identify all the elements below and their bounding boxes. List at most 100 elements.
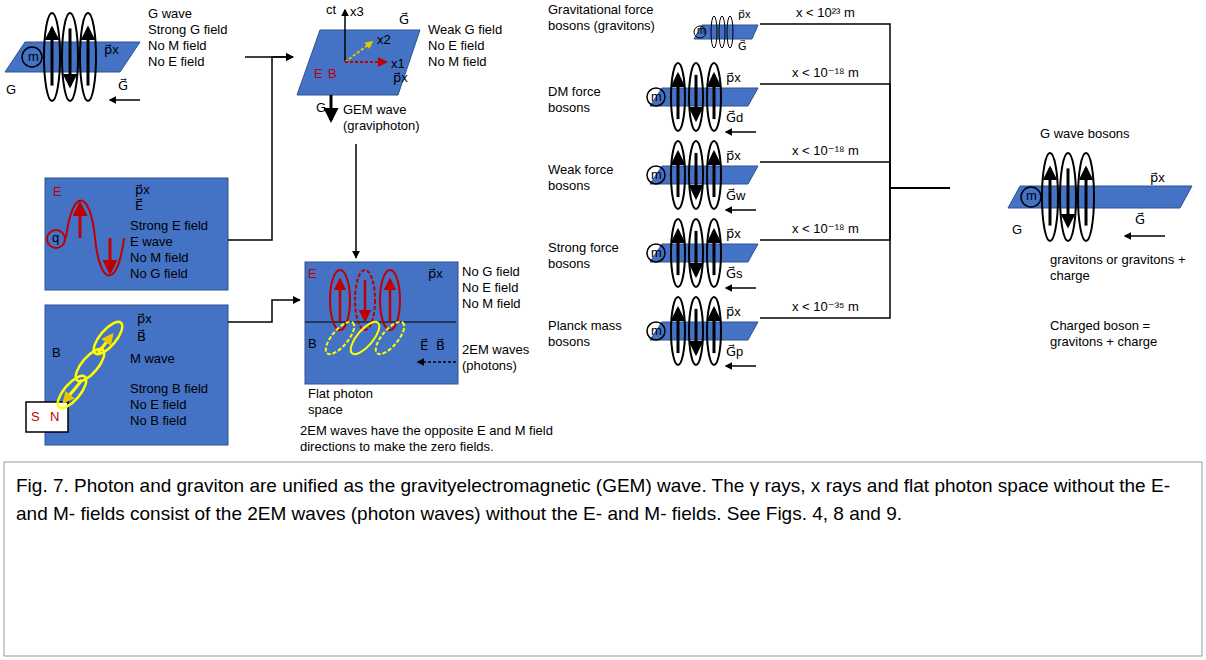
panel-text: G⃗p [726, 344, 743, 360]
field-vector-arrow [418, 361, 456, 363]
m-wave-panel [45, 305, 228, 445]
g-field-ring [80, 13, 96, 101]
panel-text: B⃗ [137, 329, 146, 345]
panel-text: m [28, 49, 39, 65]
g-field-ring [1078, 153, 1094, 241]
g-vector-arrow [726, 287, 756, 289]
panel-text: N [50, 409, 59, 425]
panel-text: p⃗x [726, 304, 741, 320]
g-wave-plane [5, 42, 140, 72]
connector [760, 162, 950, 188]
panel-text: E [314, 66, 323, 82]
panel-text: x3 [350, 4, 364, 20]
panel-text: B [52, 345, 61, 361]
e-field-arrow [389, 280, 392, 322]
x1-axis [345, 61, 386, 63]
m-field-loop [371, 318, 409, 359]
panel-text: Strong B field [130, 381, 208, 397]
g-field-ring [707, 141, 721, 209]
g-field-arrow [695, 231, 698, 275]
g-field-ring [1060, 153, 1076, 241]
panel-text: Strong G field [148, 22, 228, 38]
panel-text: No M field [428, 54, 487, 70]
panel-text: p⃗x [726, 148, 741, 164]
wave-panel: ctx3x2x1EBG⃗Weak G fieldNo E fieldNo M f… [293, 2, 538, 144]
photon-axis [305, 322, 456, 323]
panel-text: E [308, 266, 317, 282]
g-field-ring [689, 63, 703, 131]
panel-text: B [308, 336, 317, 352]
panel-text: p⃗x [738, 8, 750, 21]
gem-plane [297, 30, 420, 95]
panel-text: m [651, 89, 662, 105]
panel-text: p⃗x [726, 226, 741, 242]
panel-text: No M field [462, 296, 521, 312]
g-down-arrow [330, 95, 333, 120]
g-field-arrow [677, 153, 680, 197]
g-field-ring [707, 63, 721, 131]
mass-circle [694, 26, 706, 38]
panel-text: Planck mass bosons [548, 318, 636, 350]
panel-text: 2EM waves (photons) [462, 342, 542, 374]
panel-text: G⃗s [726, 266, 743, 282]
g-field-arrow [677, 231, 680, 275]
g-field-arrow [695, 75, 698, 119]
panel-text: ct [326, 2, 336, 18]
g-field-arrow [695, 153, 698, 197]
photon-panel [305, 262, 458, 384]
caption-frame [4, 462, 1202, 656]
panel-text: No M field [130, 250, 189, 266]
e-field-loop [355, 270, 375, 330]
e-field-arrow [109, 238, 112, 272]
panel-text: E [53, 184, 62, 200]
mass-circle [647, 322, 665, 340]
distance-label: x < 10²³ m [794, 5, 857, 21]
magnet-box [26, 402, 68, 432]
g-field-ring [671, 63, 685, 131]
panel-text: E wave [130, 234, 173, 250]
panel-text: M wave [130, 351, 175, 367]
panel-text: q [52, 230, 59, 246]
g-field-arrow [51, 28, 54, 85]
panel-text: G wave [148, 6, 192, 22]
g-field-ring [671, 141, 685, 209]
panel-text: m [1026, 188, 1037, 204]
note-text: 2EM waves have the opposite E and M fiel… [300, 423, 562, 455]
g-field-arrow [713, 231, 716, 275]
m-field-loop [321, 318, 359, 359]
g-field-arrow [1067, 168, 1070, 225]
m-field-loop [71, 345, 109, 386]
panel-text: p⃗x [1150, 170, 1165, 186]
m-field-loop [53, 372, 91, 413]
panel-text: G [316, 100, 326, 116]
panel-text: E⃗ [135, 198, 143, 214]
panel-text: B [328, 66, 337, 82]
distance-label: x < 10⁻³⁵ m [790, 299, 861, 315]
wave-panel: qEp⃗xE⃗Strong E fieldE waveNo M fieldNo … [45, 178, 228, 290]
g-field-arrow [87, 28, 90, 85]
wave-panel: DM force bosonsmp⃗xG⃗d [546, 62, 760, 138]
g-field-arrow [713, 309, 716, 353]
panel-text: Strong force bosons [548, 240, 636, 272]
panel-text: p⃗x [137, 311, 152, 327]
panel-text: Weak G field [428, 22, 502, 38]
g-vector-arrow [726, 131, 756, 133]
e-field-arrow [79, 204, 82, 238]
g-field-arrow [695, 309, 698, 353]
panel-text: G⃗ [399, 12, 409, 28]
mass-circle [647, 88, 665, 106]
wave-panel: Strong force bosonsmp⃗xG⃗s [546, 218, 760, 294]
g-vector-arrow [726, 365, 756, 367]
panel-text: p⃗x [104, 42, 119, 58]
panel-text: DM force bosons [548, 84, 636, 116]
m-field-arrow [64, 380, 82, 402]
x2-axis [345, 42, 372, 62]
e-wave-curve [66, 201, 124, 276]
g-field-ring [689, 219, 703, 287]
mass-circle [647, 166, 665, 184]
panel-text: G⃗ [1135, 212, 1145, 228]
e-field-loop [330, 270, 350, 330]
g-field-ring [44, 13, 60, 101]
e-field-arrow [364, 280, 367, 320]
